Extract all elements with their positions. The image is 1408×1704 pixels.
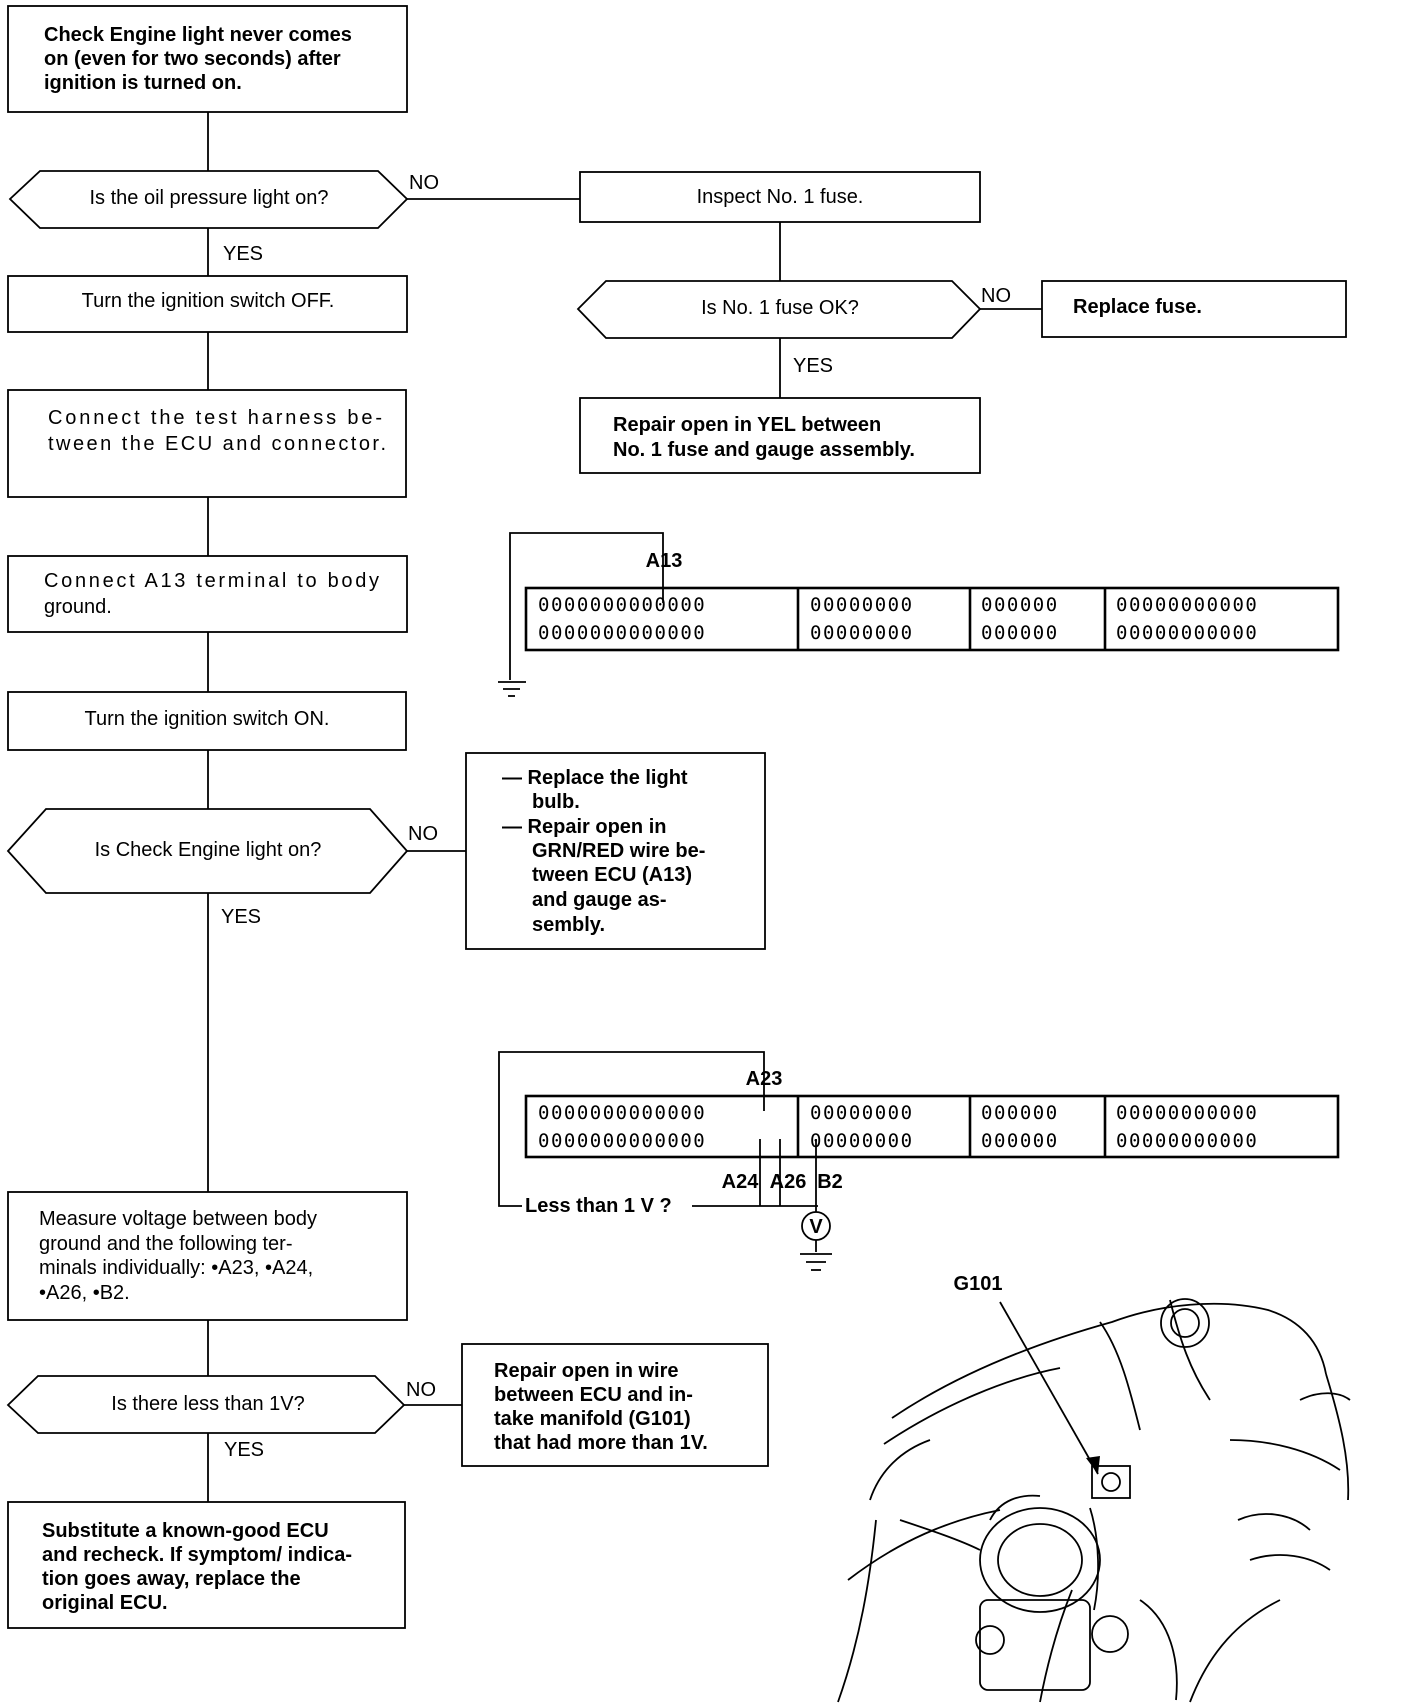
decision-fuse-ok-text: Is No. 1 fuse OK? (701, 297, 859, 319)
connector-body (524, 1094, 1340, 1159)
arrow-head-icon (1086, 1456, 1100, 1474)
probe-label: Less than 1 V ? (525, 1195, 672, 1217)
pin-row: 00000000 (810, 1102, 914, 1124)
repair-wire-line-1: Repair open in wire (494, 1360, 678, 1382)
pin-row: 00000000 (810, 1130, 914, 1152)
measure-voltage-box: Measure voltage between body ground and … (7, 1191, 408, 1321)
decision-check-engine: Is Check Engine light on? NO YES (6, 808, 438, 928)
repair-bulb-box: — Replace the light bulb. — Repair open … (465, 752, 766, 950)
connect-harness-box: Connect the test harness be- tween the E… (7, 389, 407, 498)
engine-illustration: G101 (837, 1273, 1351, 1703)
repair-wire-line-4: that had more than 1V. (494, 1432, 708, 1454)
substitute-ecu-box: Substitute a known-good ECU and recheck.… (7, 1501, 406, 1629)
no-label-less: NO (406, 1379, 436, 1401)
replace-fuse-text: Replace fuse. (1073, 296, 1202, 318)
no-label-check: NO (408, 823, 438, 845)
start-line-1: Check Engine light never comes (44, 24, 352, 46)
engine-drawing (837, 1298, 1351, 1703)
yes-label-less: YES (224, 1439, 264, 1461)
terminal-label-b2: B2 (817, 1171, 843, 1193)
ground-symbol-icon (800, 1253, 832, 1271)
pin-row: 000000 (981, 1130, 1059, 1152)
pin-row: 000000 (981, 622, 1059, 644)
g101-label: G101 (954, 1273, 1003, 1295)
repair-bulb-line-3: — Repair open in (502, 816, 666, 838)
connector-body (524, 586, 1340, 652)
repair-yel-box: Repair open in YEL between No. 1 fuse an… (579, 397, 981, 474)
connect-harness-line-1: Connect the test harness be- (48, 407, 382, 429)
ground-symbol-icon (498, 681, 526, 697)
decision-oil-pressure-text: Is the oil pressure light on? (89, 187, 328, 209)
repair-wire-line-3: take manifold (G101) (494, 1408, 691, 1430)
pin-row: 0000000000000 (538, 1130, 706, 1152)
measure-line-1: Measure voltage between body (39, 1208, 317, 1230)
decision-less-1v-text: Is there less than 1V? (111, 1393, 304, 1415)
decision-less-1v: Is there less than 1V? NO YES (6, 1375, 436, 1461)
voltmeter-icon: V (801, 1211, 831, 1241)
measure-line-3: minals individually: •A23, •A24, (39, 1257, 313, 1279)
voltmeter-symbol: V (809, 1216, 823, 1238)
pin-row: 00000000000 (1116, 594, 1258, 616)
repair-bulb-line-6: and gauge as- (532, 889, 666, 911)
substitute-line-4: original ECU. (42, 1592, 168, 1614)
substitute-line-2: and recheck. If symptom/ indica- (42, 1544, 352, 1566)
repair-bulb-line-5: tween ECU (A13) (532, 864, 692, 886)
ignition-on-text: Turn the ignition switch ON. (85, 708, 330, 730)
connector-diagram-a13: 0000000000000 0000000000000 00000000 000… (498, 532, 1340, 697)
repair-bulb-line-4: GRN/RED wire be- (532, 840, 705, 862)
terminal-label-a24: A24 (722, 1171, 760, 1193)
connect-a13-box: Connect A13 terminal to body ground. (7, 555, 408, 633)
decision-check-engine-text: Is Check Engine light on? (95, 839, 322, 861)
repair-bulb-line-1: — Replace the light (502, 767, 688, 789)
start-box: Check Engine light never comes on (even … (7, 5, 408, 113)
pin-row: 0000000000000 (538, 594, 706, 616)
connect-a13-line-1: Connect A13 terminal to body (44, 570, 379, 592)
terminal-label-a26: A26 (770, 1171, 807, 1193)
repair-wire-line-2: between ECU and in- (494, 1384, 693, 1406)
decision-oil-pressure: Is the oil pressure light on? NO YES (8, 170, 439, 265)
connect-a13-line-2: ground. (44, 596, 112, 618)
repair-wire-box: Repair open in wire between ECU and in- … (461, 1343, 769, 1467)
measure-line-4: •A26, •B2. (39, 1282, 130, 1304)
connect-harness-line-2: tween the ECU and connector. (48, 433, 386, 455)
no-label-fuse: NO (981, 285, 1011, 307)
substitute-line-1: Substitute a known-good ECU (42, 1520, 329, 1542)
measure-line-2: ground and the following ter- (39, 1233, 293, 1255)
pin-row: 00000000000 (1116, 1102, 1258, 1124)
no-label-oil: NO (409, 172, 439, 194)
replace-fuse-box: Replace fuse. (1041, 280, 1347, 338)
connector-diagram-voltage: 0000000000000 0000000000000 00000000 000… (498, 1051, 1340, 1271)
pin-row: 0000000000000 (538, 622, 706, 644)
pin-row: 00000000000 (1116, 1130, 1258, 1152)
pin-row: 00000000 (810, 622, 914, 644)
inspect-fuse-text: Inspect No. 1 fuse. (697, 186, 864, 208)
yes-label-check: YES (221, 906, 261, 928)
ignition-off-box: Turn the ignition switch OFF. (7, 275, 408, 333)
pin-row: 00000000 (810, 594, 914, 616)
ignition-off-text: Turn the ignition switch OFF. (82, 290, 335, 312)
start-line-3: ignition is turned on. (44, 72, 242, 94)
start-line-2: on (even for two seconds) after (44, 48, 341, 70)
repair-yel-line-2: No. 1 fuse and gauge assembly. (613, 439, 915, 461)
yes-label-fuse: YES (793, 355, 833, 377)
pin-row: 000000 (981, 1102, 1059, 1124)
substitute-line-3: tion goes away, replace the (42, 1568, 301, 1590)
pin-row: 000000 (981, 594, 1059, 616)
yes-label-oil: YES (223, 243, 263, 265)
terminal-label-a13: A13 (646, 550, 683, 572)
ignition-on-box: Turn the ignition switch ON. (7, 691, 407, 751)
flow-connectors (207, 112, 1042, 1502)
decision-fuse-ok: Is No. 1 fuse OK? NO YES (576, 280, 1011, 377)
repair-bulb-line-2: bulb. (532, 791, 580, 813)
repair-yel-line-1: Repair open in YEL between (613, 414, 881, 436)
pin-row: 00000000000 (1116, 622, 1258, 644)
inspect-fuse-box: Inspect No. 1 fuse. (579, 171, 981, 223)
repair-bulb-line-7: sembly. (532, 914, 605, 936)
pin-row: 0000000000000 (538, 1102, 706, 1124)
